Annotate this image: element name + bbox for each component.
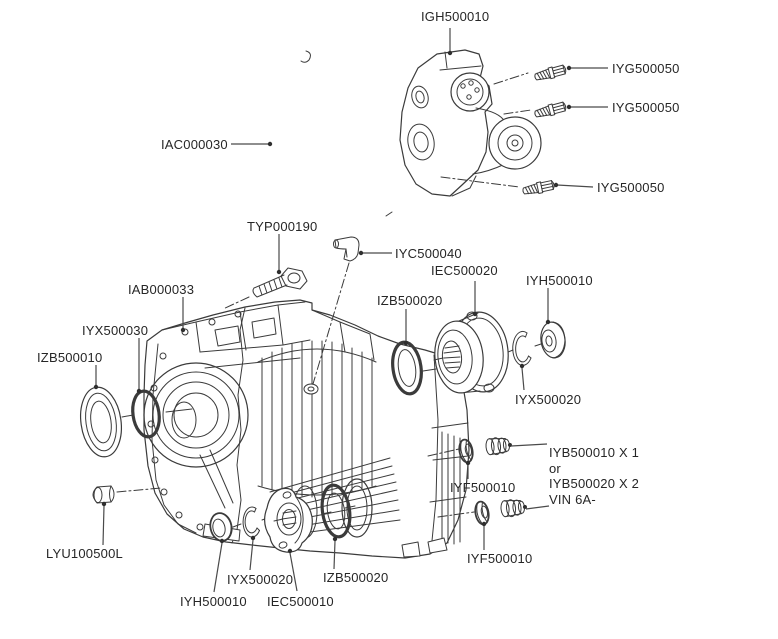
part-label-typ000190: TYP000190 [247,219,318,234]
shift-motor-assembly [399,49,542,197]
bottom-seal [320,483,356,539]
motor-bolt-1 [533,63,568,84]
breather-elbow [333,236,360,262]
part-label-igh500010: IGH500010 [421,9,490,24]
lower-rib-hatching [269,457,401,535]
fill-plug-note-vin: VIN 6A- [549,491,596,507]
sealing-washer-lower [472,499,492,527]
part-label-izb500020-bottom: IZB500020 [323,570,389,585]
part-label-iyh500010-bottom: IYH500010 [180,594,247,609]
long-bolt [252,267,308,298]
part-label-iyh500010-rear: IYH500010 [526,273,593,288]
part-label-izb500010: IZB500010 [37,350,103,365]
leader-lines [93,28,608,593]
part-label-iyx500020-bottom: IYX500020 [227,572,294,587]
fill-plug-note-or: or [549,460,561,476]
motor-bolt-3 [521,178,556,198]
small-plug [92,485,115,504]
front-seal [80,386,122,458]
rear-seal [391,340,437,396]
bottom-output-flange [264,487,313,553]
bottom-cap [209,512,233,542]
part-label-iyf500010-upper: IYF500010 [450,480,516,495]
part-label-iyg500050-1: IYG500050 [612,61,680,76]
part-label-iab000033: IAB000033 [128,282,195,297]
part-label-iyg500050-3: IYG500050 [597,180,665,195]
part-label-iyc500040: IYC500040 [395,246,462,261]
rear-snap-ring [507,330,542,366]
part-label-iec500020: IEC500020 [431,263,498,278]
connector-plug [450,72,490,112]
rear-cover [401,354,469,558]
part-label-iyf500010-lower: IYF500010 [467,551,533,566]
fill-plug-note-option1: IYB500010 X 1 [549,445,640,460]
front-o-ring [121,389,161,439]
fill-plug-note-option2: IYB500020 X 2 [549,476,640,492]
part-label-iyx500020-rear: IYX500020 [515,392,582,407]
fill-plug-upper [484,435,514,457]
part-label-iec500010: IEC500010 [267,594,334,609]
fill-plug-note: IYB500010 X 1 or IYB500020 X 2 VIN 6A- [549,445,639,507]
motor-bolt-2 [533,100,568,121]
assembly-axis-lines [116,72,532,518]
breather-pipe [259,49,393,217]
part-label-iyx500030: IYX500030 [82,323,149,338]
rear-cap [540,321,566,359]
motor-cylinder [488,116,542,170]
part-label-iac000030: IAC000030 [161,137,228,152]
fill-plug-lower [499,497,529,519]
rear-output-flange [433,311,509,394]
part-label-lyu100500l: LYU100500L [46,546,123,561]
part-label-iyg500050-2: IYG500050 [612,100,680,115]
part-label-izb500020-rear: IZB500020 [377,293,443,308]
